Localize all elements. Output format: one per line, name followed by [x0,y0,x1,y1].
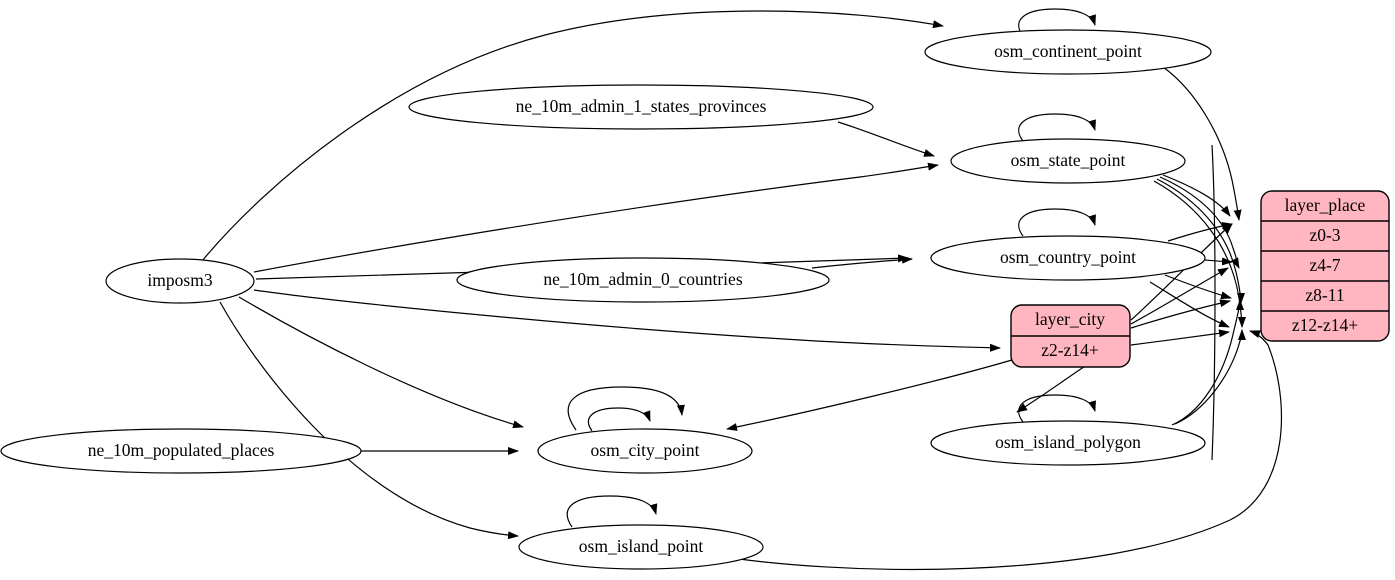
edge-osm-state-point-to-layer-place-a [1162,174,1231,217]
selfloop-osm-continent-point [1018,8,1096,37]
selfloop-osm-island-point [566,495,658,528]
nodes-layer: imposm3 ne_10m_admin_1_states_provinces … [0,29,1212,570]
records-layer: layer_city z2-z14+ layer_place z0-3 z4-7… [1010,190,1390,368]
node-imposm3-label: imposm3 [147,270,212,290]
edge-osm-country-point-to-layer-place-z8-11 [1164,274,1232,300]
edge-imposm3-to-osm-state-point [253,162,939,273]
record-layer-city-title: layer_city [1035,309,1105,329]
node-osm-state-point[interactable]: osm_state_point [950,138,1186,184]
edge-osm-continent-point-to-layer-place-z0-3 [1162,66,1242,221]
edge-osm-state-point-to-layer-place-b [1159,176,1240,269]
edge-osm-state-point-to-layer-place-c [1156,178,1245,304]
node-osm-island-polygon[interactable]: osm_island_polygon [930,420,1206,466]
node-ne-10m-admin-1-states-provinces[interactable]: ne_10m_admin_1_states_provinces [408,84,874,130]
selfloop-osm-city-point-inner [587,407,651,432]
node-ne-10m-admin-0-countries[interactable]: ne_10m_admin_0_countries [456,257,830,303]
record-layer-city[interactable]: layer_city z2-z14+ [1010,304,1131,368]
node-ne-places-label: ne_10m_populated_places [88,440,275,460]
edge-imposm3-to-layer-city [253,289,1001,352]
record-layer-place-row-z0-3[interactable]: z0-3 [1309,225,1340,245]
record-layer-place-title: layer_place [1285,195,1366,215]
edge-osm-country-point-to-layer-place-z12-z14 [1149,281,1230,328]
node-osm-country-point-label: osm_country_point [1000,247,1136,267]
node-osm-state-point-label: osm_state_point [1011,150,1126,170]
edge-osm-state-point-to-layer-place-d [1153,180,1246,328]
edge-imposm3-to-osm-city-point [238,296,524,429]
edge-osm-island-polygon-to-layer-place-z12-z14 [1174,329,1246,425]
edge-osm-island-point-to-layer-place-z12-z14 [699,330,1283,571]
record-layer-place-row-z4-7[interactable]: z4-7 [1309,255,1340,275]
record-layer-place-row-z12-z14[interactable]: z12-z14+ [1292,315,1358,335]
record-layer-place[interactable]: layer_place z0-3 z4-7 z8-11 z12-z14+ [1260,190,1390,342]
record-layer-place-row-z8-11[interactable]: z8-11 [1305,285,1344,305]
edge-imposm3-to-osm-island-point [219,301,519,540]
selfloop-osm-state-point [1018,113,1096,142]
node-osm-island-point-label: osm_island_point [579,536,704,556]
edge-ne-countries-to-osm-country-point [811,255,913,269]
node-osm-island-polygon-label: osm_island_polygon [995,432,1141,452]
edge-layer-city-to-layer-place-z8-11 [1130,299,1231,329]
edge-ne-states-to-osm-state-point [837,121,935,157]
node-osm-city-point-label: osm_city_point [591,440,700,460]
edge-layer-city-to-layer-place-z0-3 [1130,223,1233,321]
node-ne-countries-label: ne_10m_admin_0_countries [543,269,742,289]
node-ne-states-label: ne_10m_admin_1_states_provinces [516,96,767,116]
record-layer-city-row-z2-z14[interactable]: z2-z14+ [1041,340,1099,360]
node-ne-10m-populated-places[interactable]: ne_10m_populated_places [0,428,362,474]
node-osm-continent-point-label: osm_continent_point [994,41,1142,61]
node-osm-continent-point[interactable]: osm_continent_point [924,29,1212,75]
edge-layer-city-to-layer-place-z12-z14 [1130,329,1230,346]
edge-continent-vertical-routing [1211,144,1216,461]
node-osm-island-point[interactable]: osm_island_point [518,524,764,570]
selfloop-osm-island-polygon [1018,394,1096,423]
edge-osm-island-polygon-to-layer-place-z8-11 [1171,299,1244,426]
edge-imposm3-to-osm-continent-point [201,10,944,262]
node-imposm3[interactable]: imposm3 [105,258,255,304]
node-osm-city-point[interactable]: osm_city_point [537,428,753,474]
node-osm-country-point[interactable]: osm_country_point [930,235,1206,281]
selfloop-osm-country-point [1018,208,1096,237]
edge-country-to-osm-city-point [726,359,1013,431]
edge-layer-city-to-layer-place-z4-7 [1130,267,1229,325]
edges-layer [201,8,1283,571]
selfloop-osm-city-point-outer [567,386,685,431]
